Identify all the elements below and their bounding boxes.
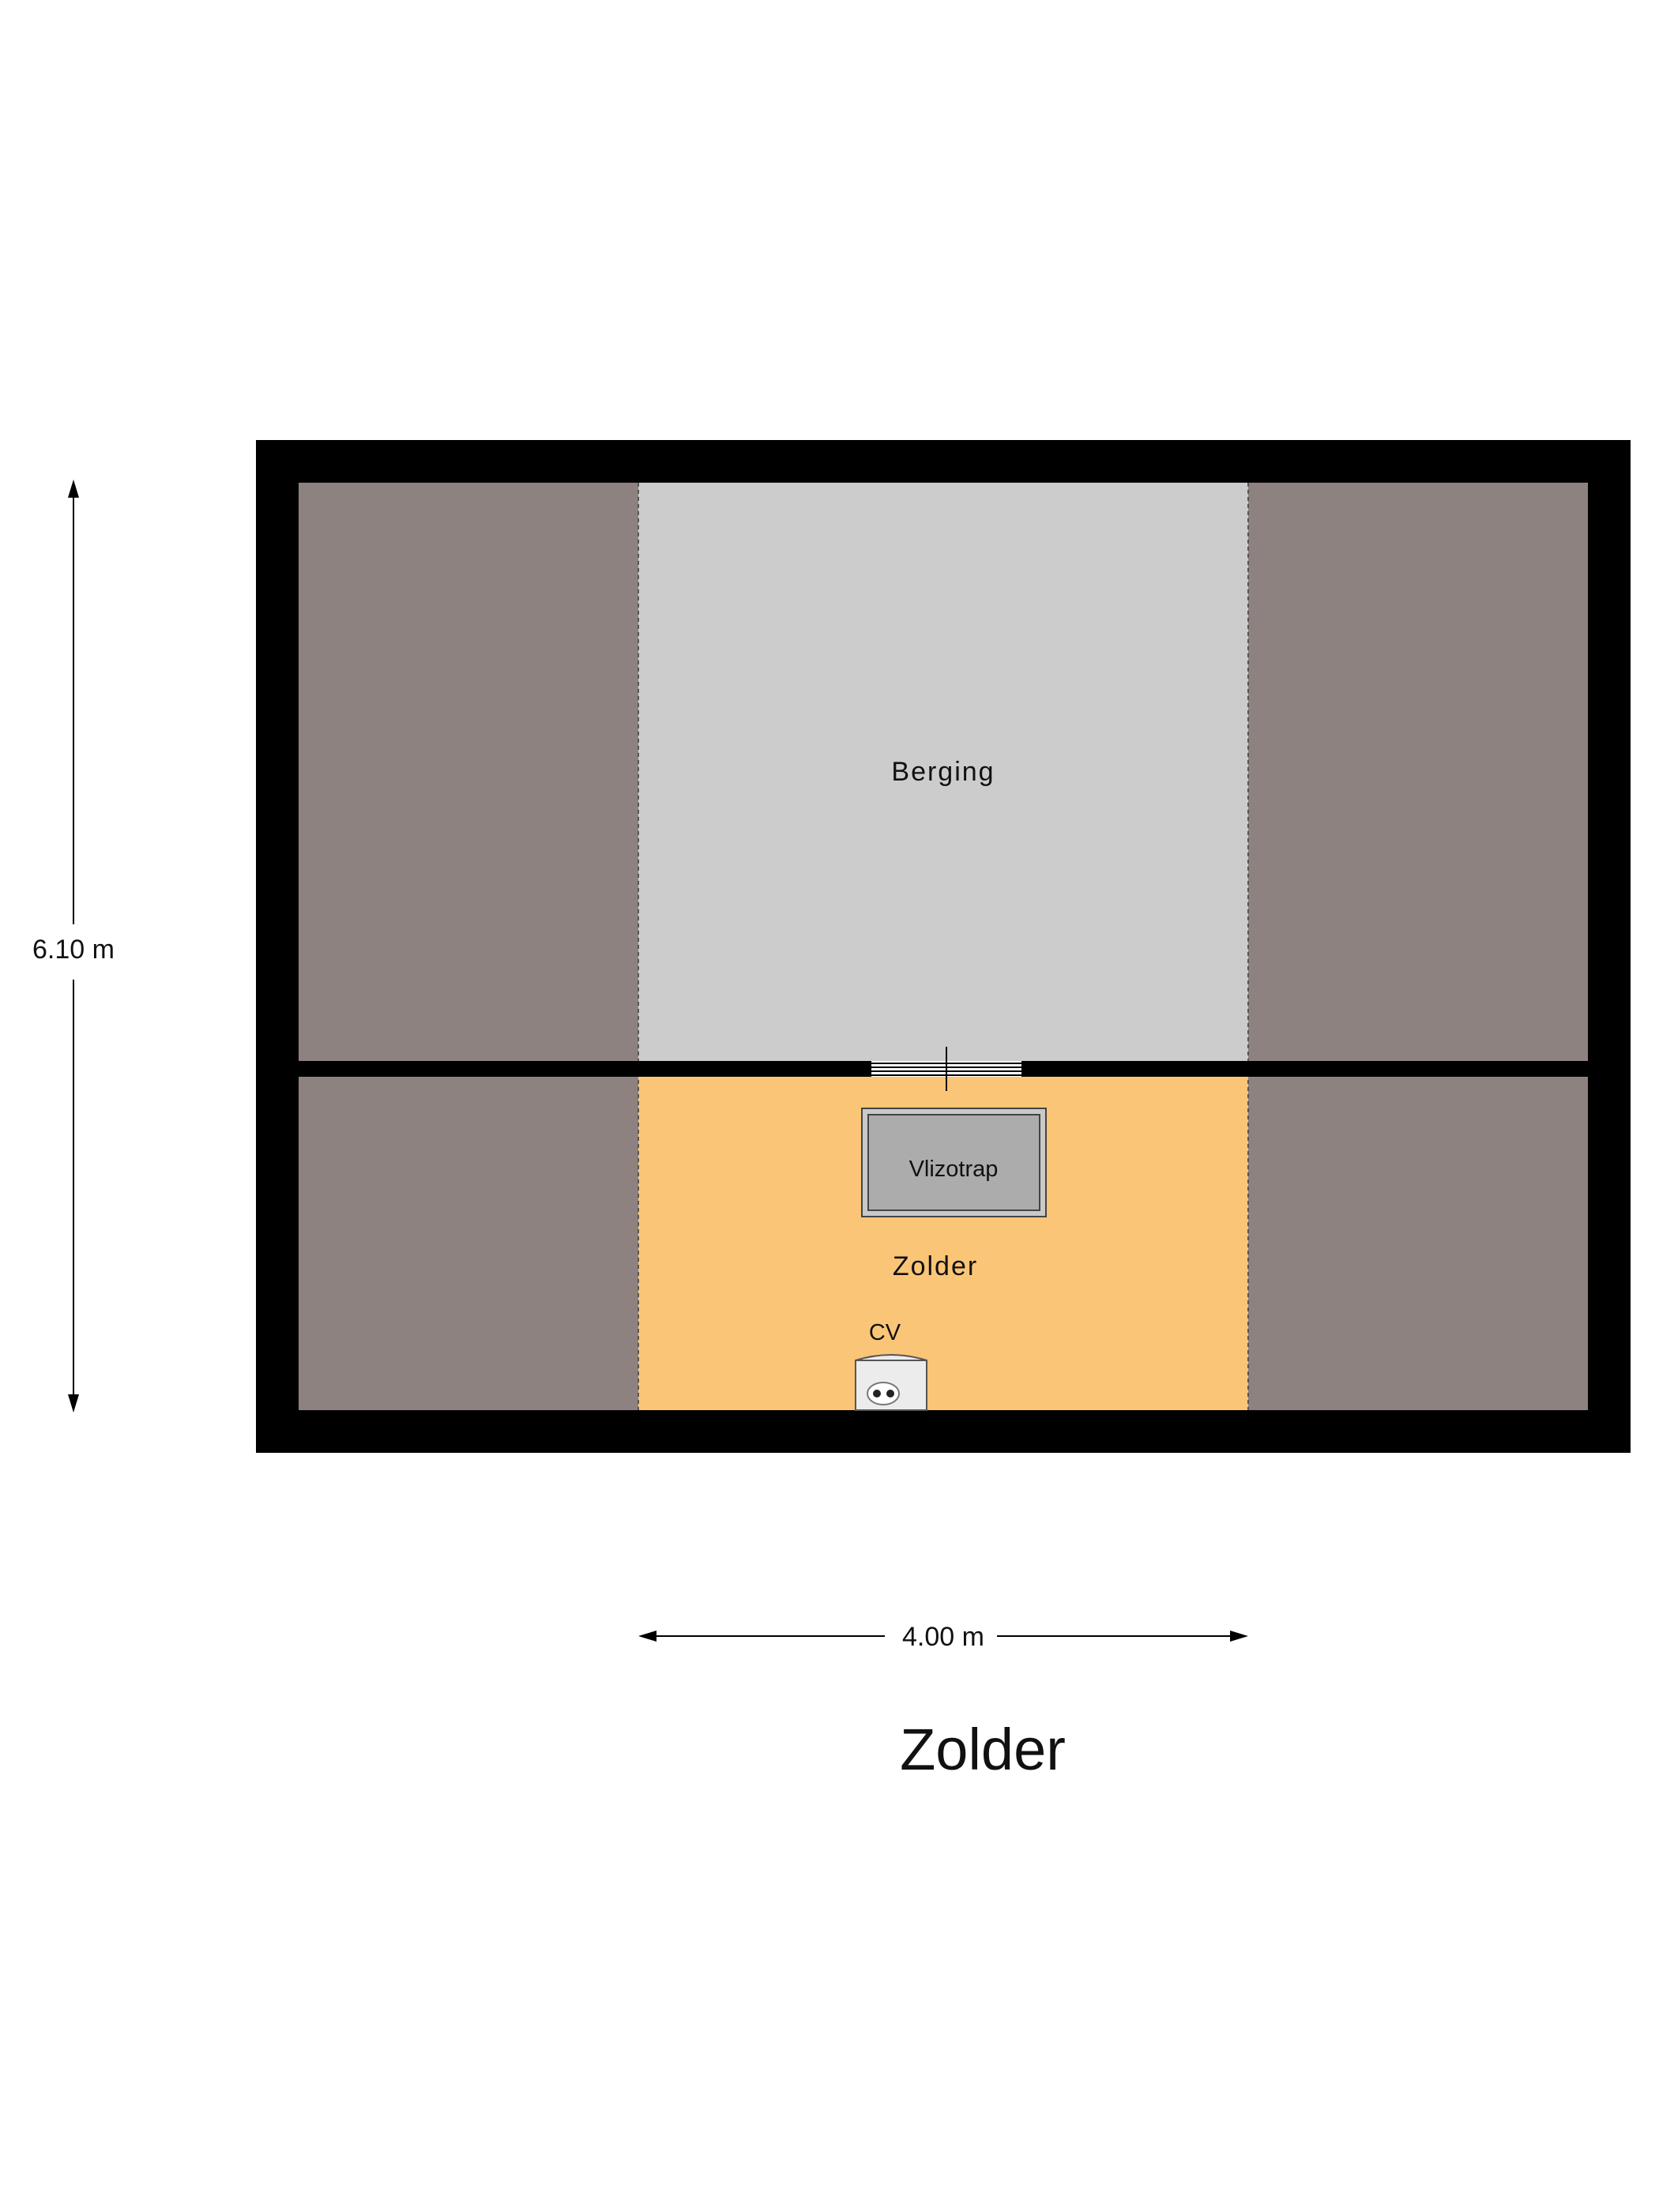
interior-wall-right <box>1021 1061 1588 1077</box>
sliding-door <box>871 1047 1021 1091</box>
room-label-zolder: Zolder <box>893 1251 978 1281</box>
height-dimension-label: 6.10 m <box>32 935 115 965</box>
width-dimension <box>638 1631 1248 1642</box>
vlizotrap-hatch <box>861 1108 1047 1217</box>
cv-label: CV <box>869 1320 901 1345</box>
vlizotrap-label: Vlizotrap <box>909 1157 999 1182</box>
arrow-up-icon <box>68 480 79 498</box>
width-dimension-label: 4.00 m <box>902 1622 984 1652</box>
low-ceiling-zone-bottom-left <box>299 1077 638 1410</box>
arrow-down-icon <box>68 1394 79 1413</box>
arrow-left-icon <box>638 1631 656 1642</box>
berging-floor <box>638 483 1248 1061</box>
height-dimension <box>68 480 79 1413</box>
low-ceiling-zone-top-left <box>299 483 638 1061</box>
arrow-right-icon <box>1230 1631 1248 1642</box>
interior-wall-left <box>299 1061 871 1077</box>
room-label-berging: Berging <box>891 757 995 787</box>
floor-title: Zolder <box>900 1717 1066 1782</box>
cv-boiler-icon <box>855 1354 927 1411</box>
low-ceiling-zone-top-right <box>1248 483 1588 1061</box>
low-ceiling-zone-bottom-right <box>1248 1077 1588 1410</box>
